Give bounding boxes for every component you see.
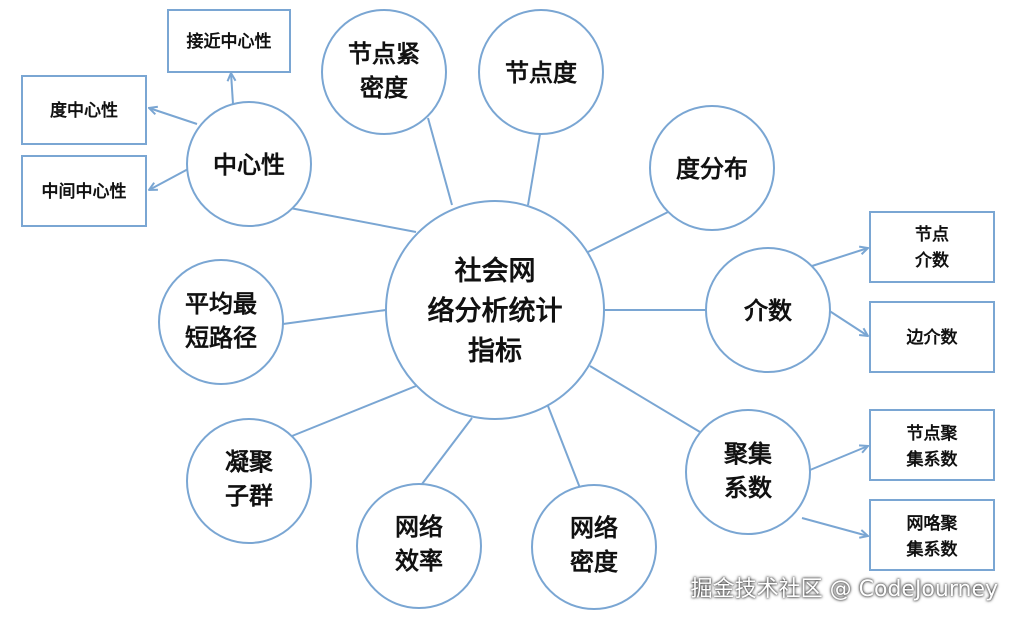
box-between-centrality: 中间中心性: [21, 155, 147, 227]
node-average-shortest-path: 平均最 短路径: [158, 259, 284, 385]
node-cohesive-subgroup: 凝聚 子群: [186, 418, 312, 544]
box-closeness-label: 接近中心性: [187, 31, 272, 52]
center-line2: 络分析统计: [428, 295, 563, 327]
node-avg-path-line1: 平均最: [185, 290, 258, 318]
arrow-node-clustering: [809, 446, 868, 471]
node-net-efficiency-line1: 网络: [395, 513, 443, 541]
node-network-density: 网络 密度: [531, 484, 657, 610]
box-node-clustering: 节点聚 集系数: [869, 409, 995, 481]
node-closeness-line1: 节点紧: [348, 40, 420, 68]
node-cohesive-line2: 子群: [225, 482, 273, 510]
box-between-label: 中间中心性: [42, 181, 127, 202]
node-betweenness: 介数: [705, 247, 831, 373]
box-closeness-centrality: 接近中心性: [167, 9, 291, 73]
arrow-edge-betweenness: [827, 309, 868, 336]
box-node-clust-line1: 节点聚: [907, 423, 959, 444]
node-net-efficiency-line2: 效率: [395, 547, 443, 575]
connector-avg-path: [282, 309, 387, 325]
node-clustering-line1: 聚集: [723, 440, 773, 468]
box-node-betweenness: 节点 介数: [869, 211, 995, 283]
arrow-node-betweenness: [811, 248, 868, 267]
center-line3: 指标: [468, 336, 522, 367]
arrow-degree-centrality: [149, 108, 198, 125]
center-line1: 社会网: [455, 255, 536, 287]
node-degree: 节点度: [478, 9, 604, 135]
node-closeness-line2: 密度: [360, 74, 409, 102]
arrow-net-clustering: [801, 517, 868, 536]
node-betweenness-label: 介数: [743, 297, 793, 325]
box-edge-betweenness: 边介数: [869, 301, 995, 373]
node-degree-dist-label: 度分布: [676, 155, 748, 183]
node-cohesive-line1: 凝聚: [225, 448, 274, 476]
box-net-clust-line2: 集系数: [906, 539, 959, 560]
box-node-betw-line2: 介数: [914, 250, 950, 271]
node-clustering: 聚集 系数: [685, 409, 811, 535]
node-degree-distribution: 度分布: [649, 105, 775, 231]
box-edge-betw-label: 边介数: [906, 327, 959, 348]
connector-centrality: [289, 207, 417, 233]
connector-net-efficiency: [421, 417, 473, 485]
connector-degree-dist: [587, 211, 669, 253]
node-net-density-line1: 网络: [570, 514, 618, 542]
node-net-density-line2: 密度: [570, 548, 619, 576]
box-degree-centrality: 度中心性: [21, 75, 147, 145]
connector-node-degree: [527, 133, 541, 206]
node-centrality-label: 中心性: [213, 151, 285, 179]
watermark: 掘金技术社区 @ CodeJourney: [690, 577, 998, 602]
node-centrality: 中心性: [186, 101, 312, 227]
connector-clustering: [589, 365, 701, 433]
center-node: 社会网 络分析统计 指标: [385, 200, 605, 420]
node-clustering-line2: 系数: [724, 474, 773, 502]
box-node-clust-line2: 集系数: [906, 449, 959, 470]
connector-cohesive: [291, 385, 417, 437]
box-net-clust-line1: 网咯聚: [907, 513, 959, 534]
box-degree-label: 度中心性: [50, 100, 118, 121]
node-avg-path-line2: 短路径: [185, 324, 257, 352]
node-network-efficiency: 网络 效率: [356, 483, 482, 609]
arrow-closeness: [231, 73, 233, 105]
box-node-betw-line1: 节点: [915, 224, 949, 245]
connector-net-density: [547, 405, 581, 489]
node-closeness: 节点紧 密度: [321, 9, 447, 135]
node-degree-label: 节点度: [505, 59, 578, 87]
arrow-between-centrality: [149, 167, 191, 190]
connector-closeness-node: [427, 117, 453, 206]
box-net-clustering: 网咯聚 集系数: [869, 499, 995, 571]
